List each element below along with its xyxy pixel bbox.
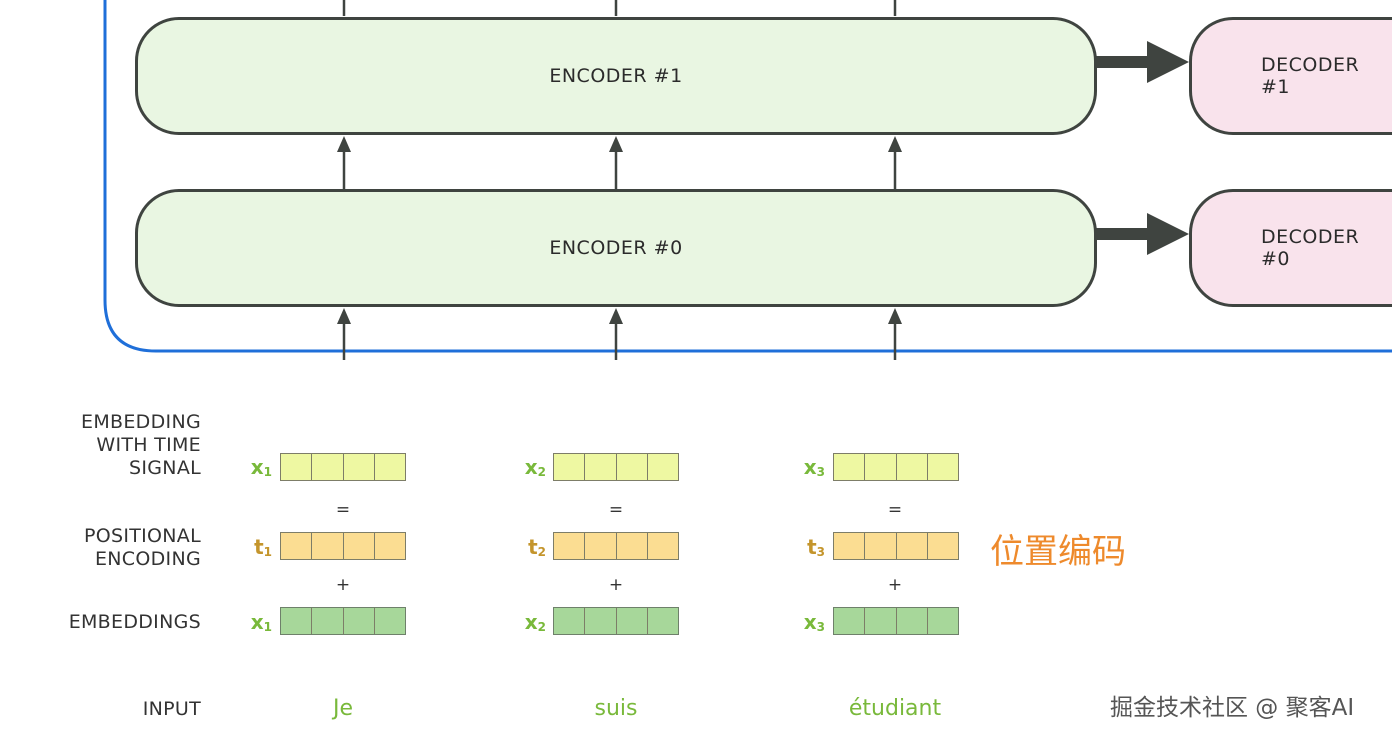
time-signal-name-3: x3 [803, 455, 825, 479]
decoder-1-label: DECODER #1 [1261, 54, 1360, 98]
arrows-encoder0-to-encoder1 [337, 136, 902, 190]
decoder-0-label: DECODER #0 [1261, 226, 1360, 270]
embedding-vector-1 [280, 607, 406, 635]
input-word-2: suis [594, 696, 638, 721]
encoder-1-box: ENCODER #1 [135, 17, 1097, 135]
row-label-input: INPUT [142, 698, 201, 720]
equals-sign-1: = [335, 500, 351, 520]
embedding-vector-3 [833, 607, 959, 635]
plus-sign-1: + [335, 575, 351, 595]
encoder-stack-container [103, 0, 1392, 353]
arrows-encoder1-to-above [342, 0, 897, 16]
row-label-positional-encoding: POSITIONAL ENCODING [83, 525, 201, 570]
plus-sign-3: + [887, 575, 903, 595]
time-signal-name-1: x1 [250, 455, 272, 479]
positional-name-1: t1 [254, 535, 272, 559]
decoder-0-box: DECODER #0 [1189, 189, 1392, 307]
positional-name-3: t3 [807, 535, 825, 559]
watermark: 掘金技术社区 @ 聚客AI [1110, 695, 1355, 721]
plus-sign-2: + [608, 575, 624, 595]
arrow-encoder0-to-decoder0 [1096, 213, 1189, 255]
encoder-0-box: ENCODER #0 [135, 189, 1097, 307]
embedding-vector-2 [553, 607, 679, 635]
equals-sign-2: = [608, 500, 624, 520]
positional-vector-2 [553, 532, 679, 560]
positional-encoding-annotation: 位置编码 [990, 532, 1126, 572]
embedding-name-1: x1 [250, 610, 272, 634]
embedding-name-3: x3 [803, 610, 825, 634]
equals-sign-3: = [887, 500, 903, 520]
positional-vector-1 [280, 532, 406, 560]
input-word-1: Je [332, 696, 354, 721]
encoder-1-label: ENCODER #1 [549, 65, 683, 87]
arrow-encoder1-to-decoder1 [1096, 41, 1189, 83]
time-signal-vector-2 [553, 453, 679, 481]
embedding-name-2: x2 [524, 610, 546, 634]
row-label-embedding-with-time-signal: EMBEDDING WITH TIME SIGNAL [81, 411, 201, 479]
positional-vector-3 [833, 532, 959, 560]
time-signal-name-2: x2 [524, 455, 546, 479]
arrows-input-to-encoder0 [337, 308, 902, 360]
time-signal-vector-3 [833, 453, 959, 481]
encoder-0-label: ENCODER #0 [549, 237, 683, 259]
decoder-1-box: DECODER #1 [1189, 17, 1392, 135]
input-word-3: étudiant [848, 696, 942, 721]
time-signal-vector-1 [280, 453, 406, 481]
positional-name-2: t2 [528, 535, 546, 559]
row-label-embeddings: EMBEDDINGS [68, 611, 201, 633]
